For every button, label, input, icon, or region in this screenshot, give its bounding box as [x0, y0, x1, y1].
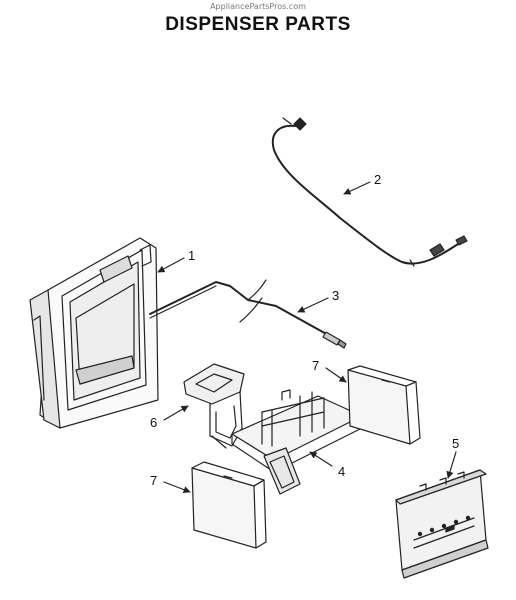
callout-arrow-7-upper	[325, 367, 347, 383]
callout-2: 2	[374, 172, 381, 187]
callout-arrow-7-lower	[163, 481, 191, 494]
part-7-upper-cover-panel	[347, 365, 421, 445]
callout-arrow-4	[309, 451, 333, 467]
callout-5: 5	[452, 436, 459, 451]
callout-arrow-5	[446, 451, 457, 479]
callout-7-lower: 7	[150, 473, 157, 488]
callout-3: 3	[332, 288, 339, 303]
part-5-control-panel-bezel	[395, 469, 489, 579]
part-3-water-tube	[149, 279, 347, 349]
callout-arrow-2	[343, 181, 371, 195]
callout-1: 1	[188, 248, 195, 263]
diagram-title: DISPENSER PARTS	[165, 14, 351, 35]
part-2-wire-harness	[271, 117, 468, 267]
callout-arrow-6	[163, 405, 189, 421]
part-7-lower-cover-panel	[191, 461, 267, 549]
callout-4: 4	[338, 464, 345, 479]
callout-7-upper: 7	[312, 358, 319, 373]
callout-arrow-1	[157, 257, 185, 273]
part-6-actuator	[183, 363, 245, 449]
callout-arrow-3	[297, 297, 329, 313]
part-1-dispenser-housing	[29, 237, 159, 429]
watermark: AppliancePartsPros.com	[210, 2, 306, 11]
callout-6: 6	[150, 415, 157, 430]
